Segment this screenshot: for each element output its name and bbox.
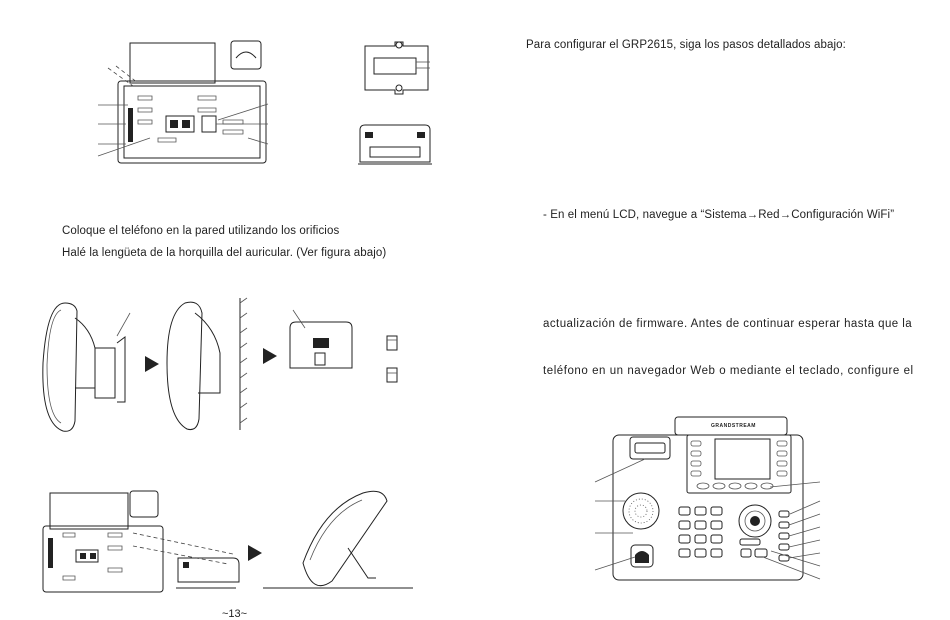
config-intro: Para configurar el GRP2615, siga los pas… <box>526 39 846 51</box>
wall-mount-bracket-diagram <box>360 38 435 98</box>
phone-front-diagram: GRANDSTREAM <box>595 415 820 585</box>
phone-stand-diagram <box>38 488 418 598</box>
wifi-step: - En el menú LCD, navegue a “Sistema→Red… <box>543 209 895 221</box>
wall-mount-side-diagram <box>355 122 435 172</box>
phone-back-diagram <box>98 38 273 168</box>
firmware-line: actualización de firmware. Antes de cont… <box>543 318 913 330</box>
web-config-line: teléfono en un navegador Web o mediante … <box>543 365 914 377</box>
page-number: ~13~ <box>222 608 248 620</box>
mount-steps-diagram <box>35 298 415 433</box>
wall-mount-instruction: Coloque el teléfono en la pared utilizan… <box>62 225 340 237</box>
hook-tab-instruction: Halé la lengüeta de la horquilla del aur… <box>62 247 387 259</box>
phone-brand-label: GRANDSTREAM <box>711 423 756 429</box>
